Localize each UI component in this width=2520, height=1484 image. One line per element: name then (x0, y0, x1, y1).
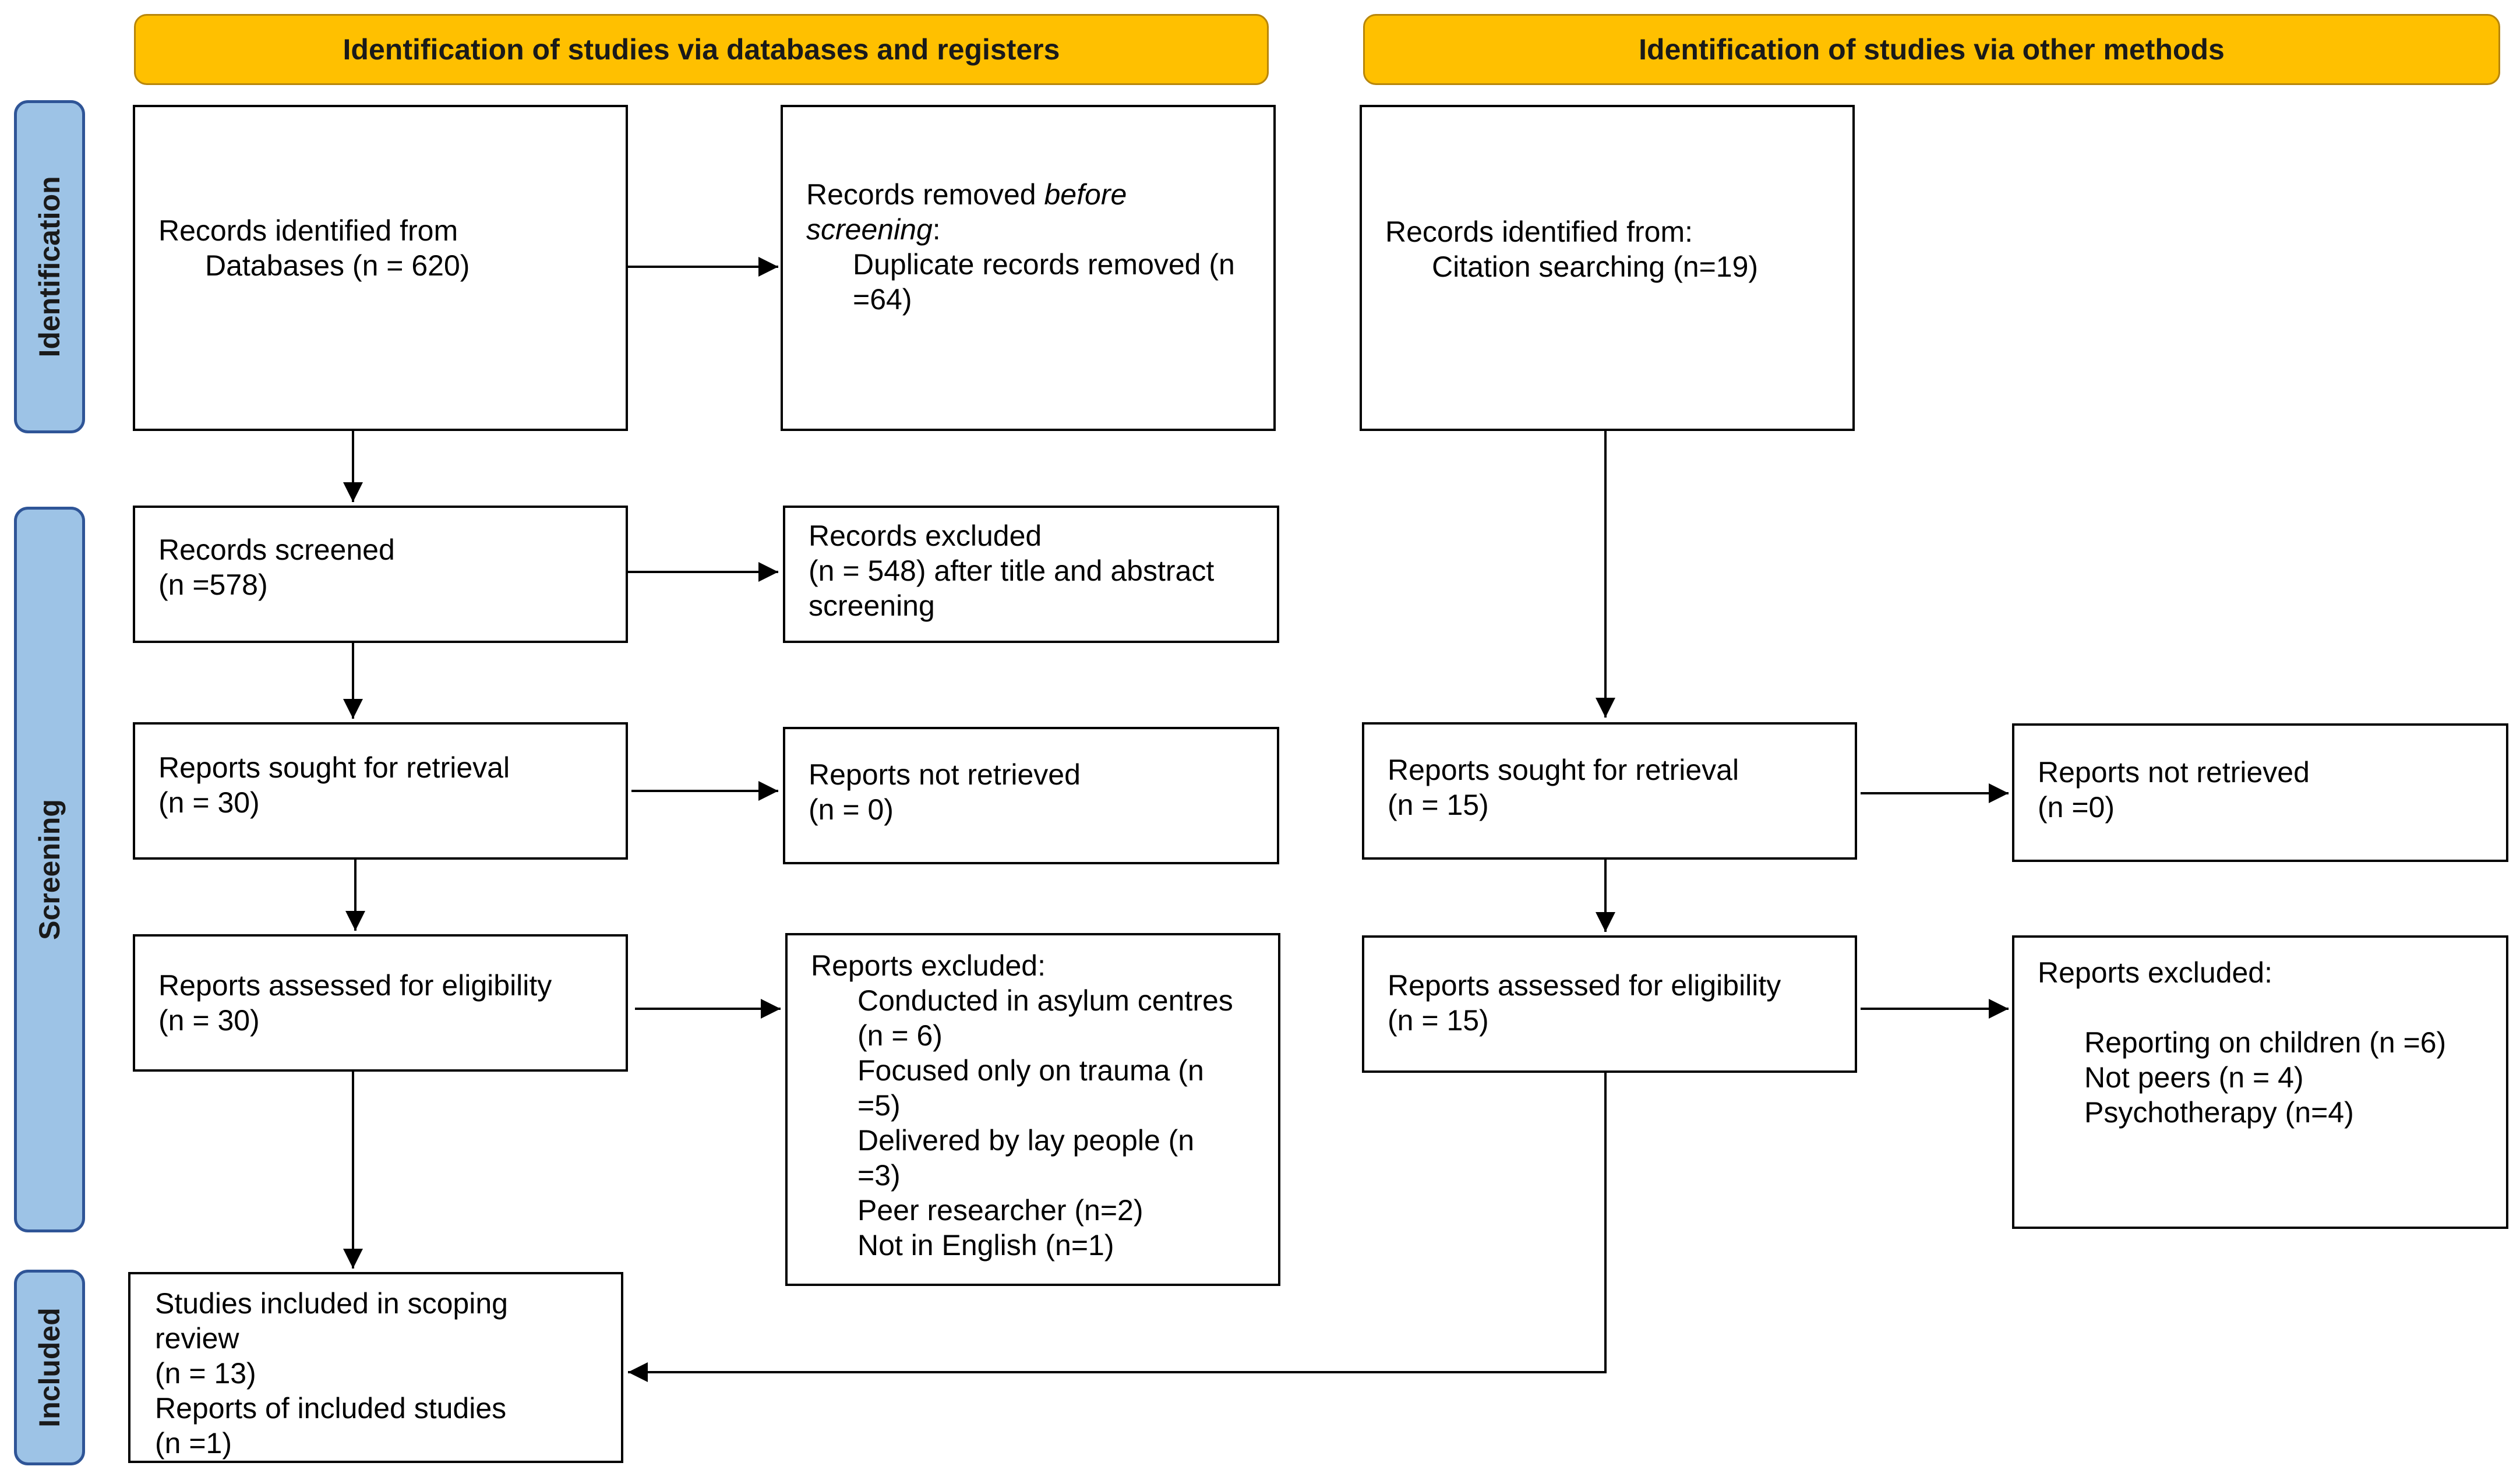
text-line: Records identified from: (1385, 215, 1693, 248)
exclusion-item: Reporting on children (n =6) (2084, 1026, 2447, 1059)
exclusion-item: Peer researcher (n=2) (857, 1194, 1143, 1227)
text-line: Reports not retrieved (809, 758, 1081, 791)
exclusion-item: =5) (857, 1089, 901, 1122)
text-line: (n = 13) (155, 1357, 256, 1390)
text-line: (n = 548) after title and abstract (809, 554, 1215, 587)
text-line: screening: (806, 212, 1273, 247)
text-line: Reports excluded: (811, 949, 1046, 982)
text-line: =64) (853, 283, 912, 316)
exclusion-item: Focused only on trauma (n (857, 1054, 1204, 1087)
text-line: (n = 15) (1388, 1004, 1489, 1037)
header-other-methods: Identification of studies via other meth… (1363, 14, 2500, 85)
box-records-screened: Records screened (n =578) (133, 506, 628, 643)
text-part-italic: before (1044, 178, 1127, 211)
box-reports-sought-db: Reports sought for retrieval (n = 30) (133, 722, 628, 860)
text-line: Reports sought for retrieval (158, 751, 510, 784)
text-line: (n =578) (158, 568, 268, 601)
box-records-removed: Records removed before screening: Duplic… (781, 105, 1276, 431)
text-line: Reports excluded: (2038, 956, 2273, 989)
text-line: Studies included in scoping (155, 1287, 508, 1320)
exclusion-item: Not in English (n=1) (857, 1229, 1114, 1262)
arrow-other-to-included (628, 1073, 1607, 1382)
phase-screening: Screening (14, 507, 85, 1232)
text-line: (n =0) (2038, 791, 2115, 824)
box-reports-not-retrieved-other: Reports not retrieved (n =0) (2012, 723, 2508, 862)
box-reports-excluded-db: Reports excluded: Conducted in asylum ce… (785, 933, 1280, 1286)
phase-identification: Identification (14, 100, 85, 433)
text-line: Records excluded (809, 520, 1042, 552)
text-line: (n = 15) (1388, 789, 1489, 821)
box-records-identified-other: Records identified from: Citation search… (1360, 105, 1855, 431)
text-line: Reports of included studies (155, 1392, 507, 1425)
header-databases-label: Identification of studies via databases … (343, 33, 1060, 66)
box-records-excluded: Records excluded (n = 548) after title a… (783, 506, 1279, 643)
text-line: Databases (n = 620) (205, 249, 470, 282)
box-records-identified-db: Records identified from Databases (n = 6… (133, 105, 628, 431)
exclusion-item: Not peers (n = 4) (2084, 1061, 2304, 1094)
text-line: Reports sought for retrieval (1388, 754, 1739, 786)
text-line: (n = 0) (809, 793, 894, 826)
exclusion-item: Conducted in asylum centres (857, 984, 1233, 1017)
text-line: Records removed before (806, 177, 1273, 212)
exclusion-item: Psychotherapy (n=4) (2084, 1096, 2354, 1129)
text-line: review (155, 1322, 239, 1355)
box-reports-not-retrieved-db: Reports not retrieved (n = 0) (783, 727, 1279, 864)
box-reports-assessed-db: Reports assessed for eligibility (n = 30… (133, 934, 628, 1072)
text-line: Records identified from (158, 214, 458, 247)
header-other-methods-label: Identification of studies via other meth… (1639, 33, 2225, 66)
exclusion-item: (n = 6) (857, 1019, 943, 1052)
text-line: (n = 30) (158, 1004, 260, 1037)
text-line: Records screened (158, 533, 395, 566)
exclusion-item: =3) (857, 1159, 901, 1192)
text-part: Records removed (806, 178, 1044, 211)
phase-included: Included (14, 1270, 85, 1465)
text-line: screening (809, 589, 935, 622)
text-line: (n =1) (155, 1427, 232, 1460)
text-line: (n = 30) (158, 786, 260, 819)
text-part-italic: screening (806, 213, 933, 246)
text-line: Citation searching (n=19) (1432, 250, 1759, 283)
box-reports-sought-other: Reports sought for retrieval (n = 15) (1362, 722, 1857, 860)
text-line: Reports not retrieved (2038, 756, 2310, 789)
box-reports-excluded-other: Reports excluded: Reporting on children … (2012, 935, 2508, 1229)
text-line: Duplicate records removed (n (853, 248, 1235, 281)
exclusion-item: Delivered by lay people (n (857, 1124, 1195, 1157)
box-studies-included: Studies included in scoping review (n = … (128, 1272, 623, 1463)
text-line: Reports assessed for eligibility (158, 969, 552, 1002)
header-databases: Identification of studies via databases … (134, 14, 1269, 85)
box-reports-assessed-other: Reports assessed for eligibility (n = 15… (1362, 935, 1857, 1073)
text-line: Reports assessed for eligibility (1388, 969, 1781, 1002)
text-part: : (932, 213, 941, 246)
